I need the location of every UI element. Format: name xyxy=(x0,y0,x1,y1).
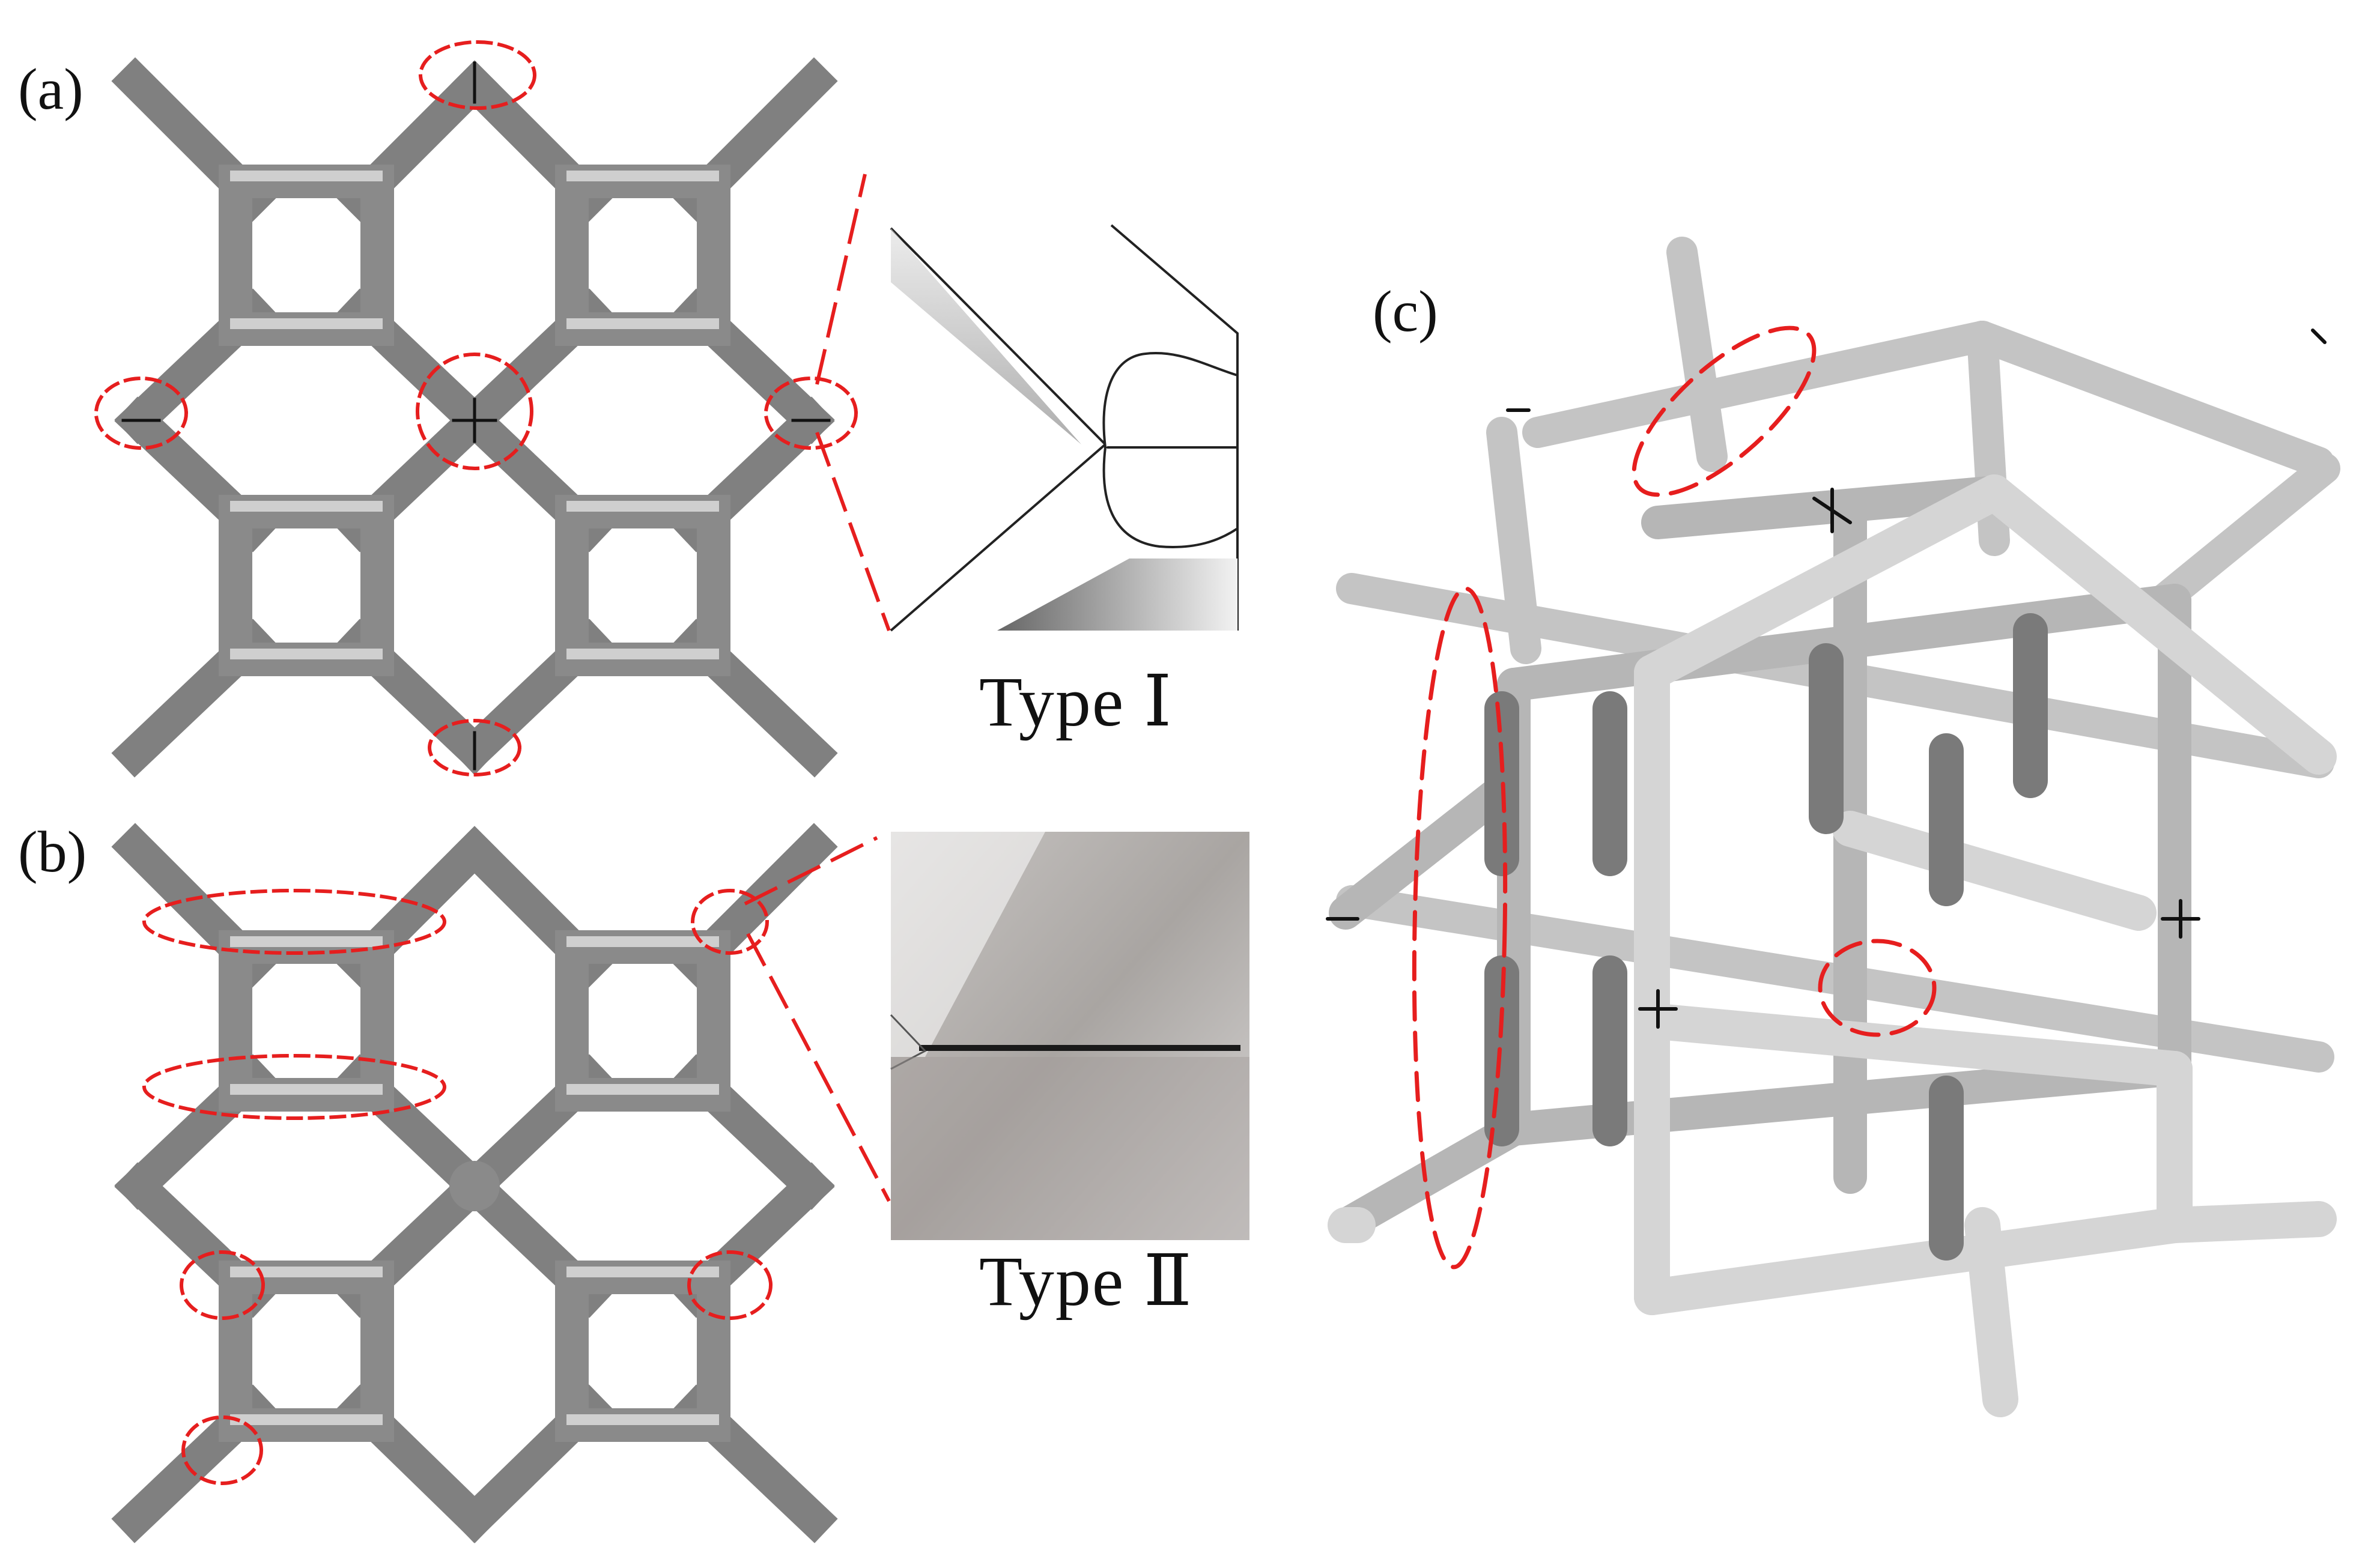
joint-seams xyxy=(1326,328,2327,1029)
lattice-3d xyxy=(1326,237,2340,1417)
inset-type2-label: Type Ⅱ xyxy=(979,1242,1193,1321)
panel-label-b: (b) xyxy=(18,820,87,885)
inset-type2-detail xyxy=(744,832,1249,1240)
highlight-ellipses xyxy=(142,889,773,1485)
panel-label-c: (c) xyxy=(1373,279,1438,344)
highlight-ellipses xyxy=(1412,325,1937,1270)
panel-label-a: (a) xyxy=(18,57,83,122)
joint-seams xyxy=(121,61,831,770)
lattice-2d-a xyxy=(94,40,858,778)
inset-type1-label: Type Ⅰ xyxy=(979,662,1173,741)
central-node xyxy=(449,1161,500,1211)
strut-highlights xyxy=(230,171,719,659)
struts-front xyxy=(1328,474,2337,1417)
strut-highlights xyxy=(230,936,719,1425)
inset-type1-detail xyxy=(815,174,1239,632)
highlight-ellipses xyxy=(94,40,858,776)
lattice-2d-b xyxy=(111,823,838,1543)
